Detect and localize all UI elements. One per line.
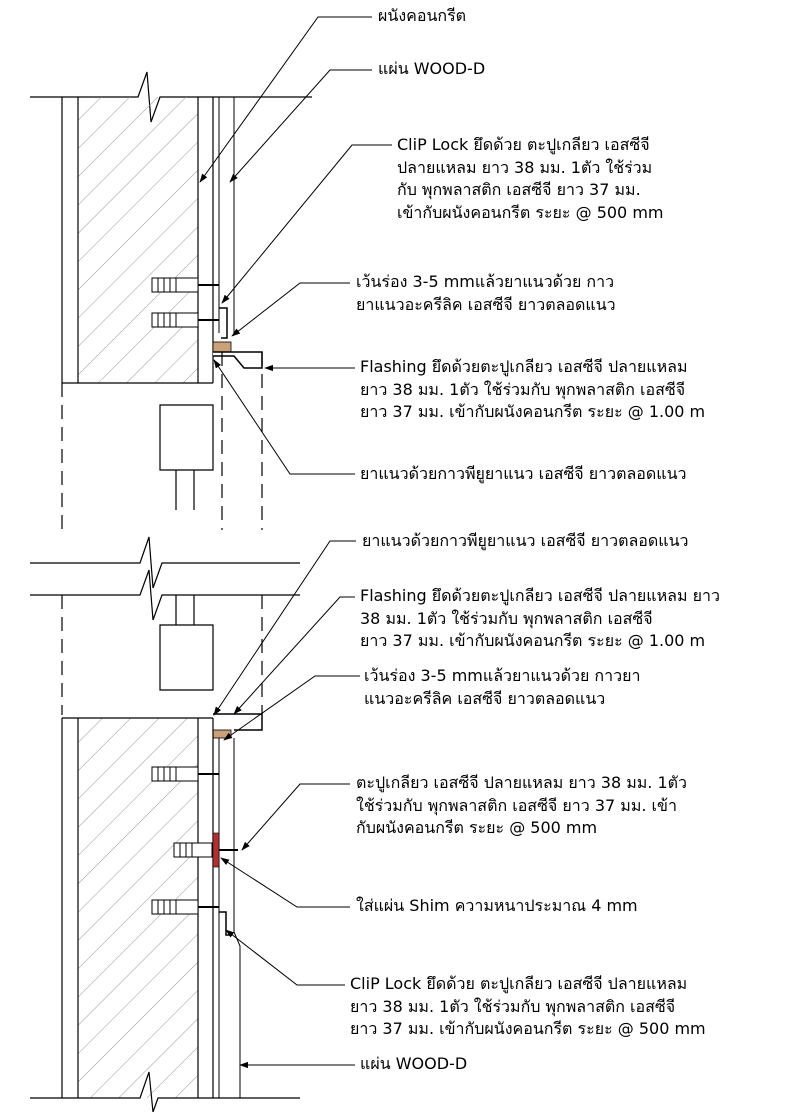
break-line-mid-2: [30, 569, 300, 621]
break-line-mid-1: [30, 536, 300, 589]
label-gap-bottom: เว้นร่อง 3-5 mmแล้วยาแนวด้วย กาวยา แนวอะ…: [364, 666, 641, 708]
break-line-bottom: [30, 1071, 300, 1112]
label-screw-bottom: ตะปูเกลียว เอสซีจี ปลายแหลม ยาว 38 มม. 1…: [356, 773, 688, 837]
label-pu-sealant-top: ยาแนวด้วยกาวพียูยาแนว เอสซีจี ยาวตลอดแนว: [360, 464, 687, 483]
anchor-bottom-3: [151, 899, 219, 915]
concrete-wall-top: [78, 97, 198, 383]
flashing-top: [213, 351, 263, 369]
label-flashing-bottom: Flashing ยึดด้วยตะปูเกลียว เอสซีจี ปลายแ…: [360, 586, 720, 650]
clip-lock-top: [219, 307, 228, 339]
clip-lock-bottom: [219, 911, 232, 936]
sealant-top: [212, 341, 232, 353]
anchor-bottom-1: [151, 766, 219, 782]
leader-lines: [199, 16, 392, 1069]
top-section: [30, 71, 312, 589]
anchor-top-2: [151, 312, 219, 328]
label-wood-d-top: แผ่น WOOD-D: [378, 59, 486, 78]
flashing-bottom: [213, 713, 263, 731]
label-wood-d-bottom: แผ่น WOOD-D: [360, 1054, 468, 1073]
bottom-section: [30, 569, 300, 1112]
label-concrete-wall: ผนังคอนกรีต: [378, 6, 467, 25]
label-gap-top: เว้นร่อง 3-5 mmแล้วยาแนวด้วย กาว ยาแนวอะ…: [356, 272, 616, 314]
label-clip-lock-bottom: CliP Lock ยึดด้วย ตะปูเกลียว เอสซีจี ปลา…: [350, 974, 706, 1038]
anchor-top-1: [151, 277, 219, 293]
shim-plate: [212, 832, 220, 868]
label-flashing-top: Flashing ยึดด้วยตะปูเกลียว เอสซีจี ปลายแ…: [360, 357, 706, 421]
label-shim: ใส่แผ่น Shim ความหนาประมาณ 4 mm: [356, 896, 638, 915]
window-frame-top: [159, 404, 214, 471]
window-frame-bottom: [159, 624, 214, 691]
anchor-bottom-2: [173, 842, 238, 858]
label-clip-lock-top: CliP Lock ยึดด้วย ตะปูเกลียว เอสซีจี ปลา…: [397, 135, 664, 222]
label-pu-sealant-bottom: ยาแนวด้วยกาวพียูยาแนว เอสซีจี ยาวตลอดแนว: [362, 531, 689, 550]
